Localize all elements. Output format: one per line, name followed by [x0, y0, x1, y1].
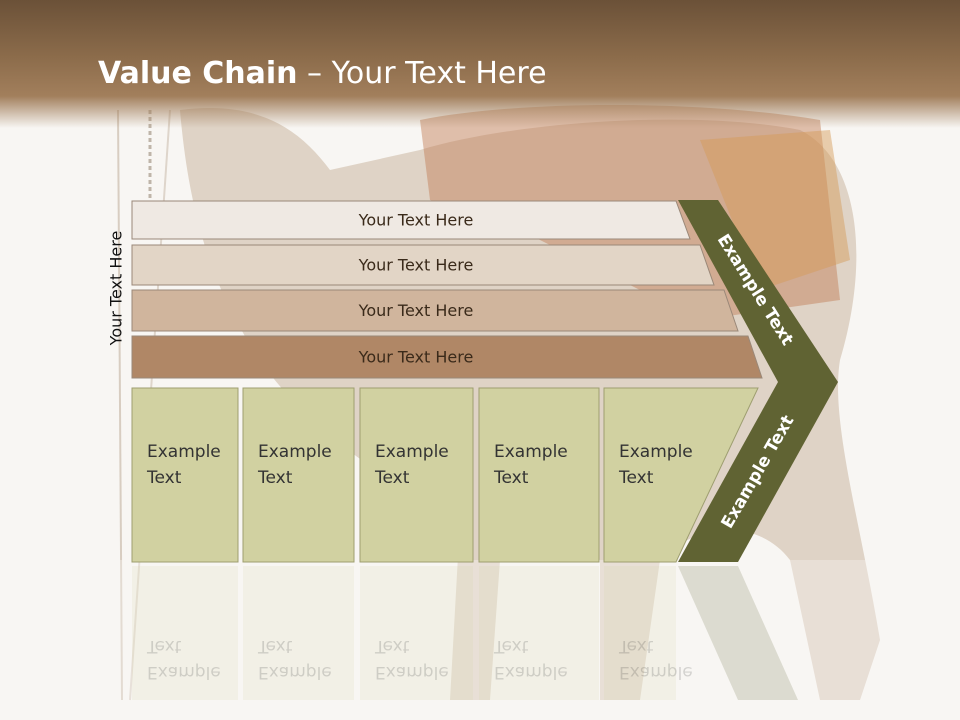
chevron-reflection [678, 566, 798, 700]
row-label: Your Text Here [358, 301, 474, 320]
column-box [603, 387, 759, 563]
row-label: Your Text Here [358, 211, 474, 230]
column-box [359, 387, 474, 563]
row-bar [131, 289, 739, 332]
column-reflection [479, 566, 599, 700]
column-reflection [243, 566, 354, 700]
slide-title: Value Chain – Your Text Here [98, 56, 547, 91]
column-box [131, 387, 239, 563]
title-bar [0, 0, 960, 128]
column-box [242, 387, 355, 563]
column-reflection [360, 566, 473, 700]
row-bar [131, 335, 763, 379]
chevron-upper [678, 200, 838, 382]
row-label: Your Text Here [358, 348, 474, 367]
row-bar [131, 200, 691, 240]
column-reflection [132, 566, 238, 700]
column-box [478, 387, 600, 563]
chevron-lower [678, 382, 838, 562]
row-label: Your Text Here [358, 256, 474, 275]
column-reflection [604, 566, 676, 700]
row-bar [131, 244, 715, 286]
